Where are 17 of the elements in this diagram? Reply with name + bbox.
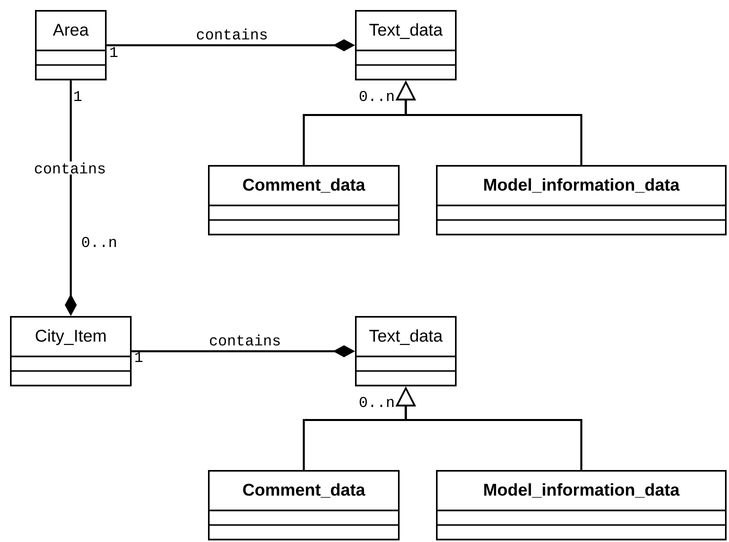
class-box: Comment_data — [208, 470, 400, 540]
multiplicity: 0..n — [360, 396, 394, 408]
multiplicity: 1 — [135, 352, 142, 362]
class-box: Area — [35, 10, 107, 80]
class-box: Text_data — [355, 316, 457, 386]
class-box: Comment_data — [208, 165, 400, 236]
edge-label: contains — [33, 162, 107, 175]
class-box: Text_data — [355, 10, 457, 80]
class-box: City_Item — [10, 316, 132, 386]
multiplicity: 1 — [74, 91, 82, 101]
edge-label: contains — [195, 28, 269, 41]
class-box: Model_information_data — [436, 470, 727, 540]
edge-label: contains — [208, 334, 282, 347]
class-box: Model_information_data — [436, 165, 727, 236]
multiplicity: 1 — [110, 47, 118, 57]
multiplicity: 0..n — [82, 236, 116, 248]
multiplicity: 0..n — [360, 90, 394, 102]
